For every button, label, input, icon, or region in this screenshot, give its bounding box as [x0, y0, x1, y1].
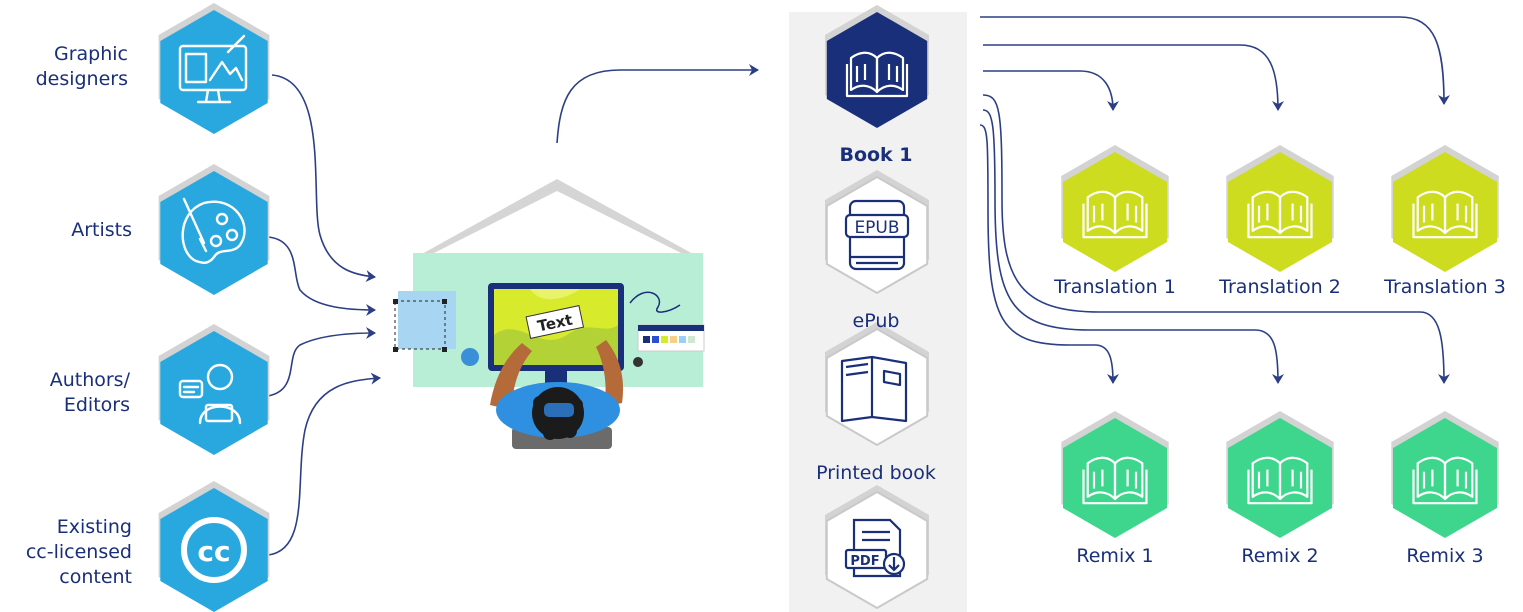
epub-book-icon: EPUB [844, 199, 910, 271]
arrow-book-to-remix-3 [982, 94, 1450, 384]
open-book-icon [1247, 456, 1313, 505]
open-book-icon [845, 51, 909, 98]
contributor-hex-1 [158, 3, 270, 134]
open-book-icon [1082, 456, 1148, 505]
monitor-stand [545, 371, 567, 383]
selection-box [394, 300, 446, 350]
arrow-cc-content-to-workspace [267, 372, 381, 556]
arrow-book-to-translation-2 [983, 44, 1284, 111]
remix-hex-3 [1391, 411, 1499, 538]
contributor-label-cc-content: Existing cc-licensed content [25, 516, 132, 588]
arrow-book-to-translation-3 [980, 16, 1450, 105]
text-tag [525, 305, 585, 339]
arrow-book-to-translation-1 [983, 70, 1119, 111]
printed-book-icon [840, 355, 908, 423]
translation-hex-1 [1061, 145, 1169, 272]
translation-label-1: Translation 1 [1054, 276, 1176, 298]
format-hex-3 [825, 322, 929, 447]
contributor-label-artists: Artists [71, 219, 132, 241]
open-book-icon [1082, 190, 1148, 239]
arrow-book-to-remix-2 [982, 109, 1284, 384]
person-arms [490, 343, 532, 410]
translation-hex-2 [1226, 145, 1334, 272]
contributor-label-graphic-designers: Graphic designers [35, 43, 128, 90]
creative-commons-icon: cc [181, 517, 247, 583]
paint-palette-icon [181, 197, 246, 264]
format-hex-2: EPUB [825, 170, 929, 295]
format-hex-4: PDF [825, 485, 929, 610]
remix-hex-2 [1226, 411, 1334, 538]
svg-text:cc: cc [197, 535, 230, 568]
remix-label-3: Remix 3 [1406, 545, 1484, 567]
graphic-design-monitor-icon [178, 34, 248, 104]
arrow-artists-to-workspace [267, 236, 376, 316]
format-hex-1 [825, 5, 929, 128]
author-laptop-icon [178, 363, 242, 425]
format-label-book: Book 1 [839, 144, 913, 166]
arrow-workspace-to-book [556, 64, 759, 144]
remix-hex-1 [1061, 411, 1169, 538]
remix-label-1: Remix 1 [1076, 545, 1154, 567]
house-roof [420, 179, 695, 255]
remix-label-2: Remix 2 [1241, 545, 1319, 567]
contributor-hex-2 [158, 164, 270, 295]
mouse-icon [461, 348, 479, 366]
open-book-icon [1412, 456, 1478, 505]
arrow-authors-to-workspace [267, 327, 376, 397]
format-label-epub: ePub [852, 310, 900, 332]
translation-label-3: Translation 3 [1384, 276, 1506, 298]
sticky-note [398, 291, 456, 349]
translation-hex-3 [1391, 145, 1499, 272]
contributor-hex-4: cc [158, 481, 270, 612]
contributor-hex-3 [158, 324, 270, 455]
workspace-illustration: Text [393, 179, 705, 449]
open-book-icon [1247, 190, 1313, 239]
svg-text:PDF: PDF [850, 554, 879, 569]
open-book-icon [1412, 190, 1478, 239]
arrow-graphic-designers-to-workspace [271, 74, 376, 283]
pdf-download-icon: PDF [844, 518, 906, 578]
arrow-book-to-remix-1 [979, 124, 1119, 384]
translation-label-2: Translation 2 [1219, 276, 1341, 298]
svg-text:EPUB: EPUB [854, 218, 899, 238]
format-label-printed-book: Printed book [816, 462, 936, 484]
contributor-label-authors-editors: Authors/ Editors [49, 369, 130, 416]
